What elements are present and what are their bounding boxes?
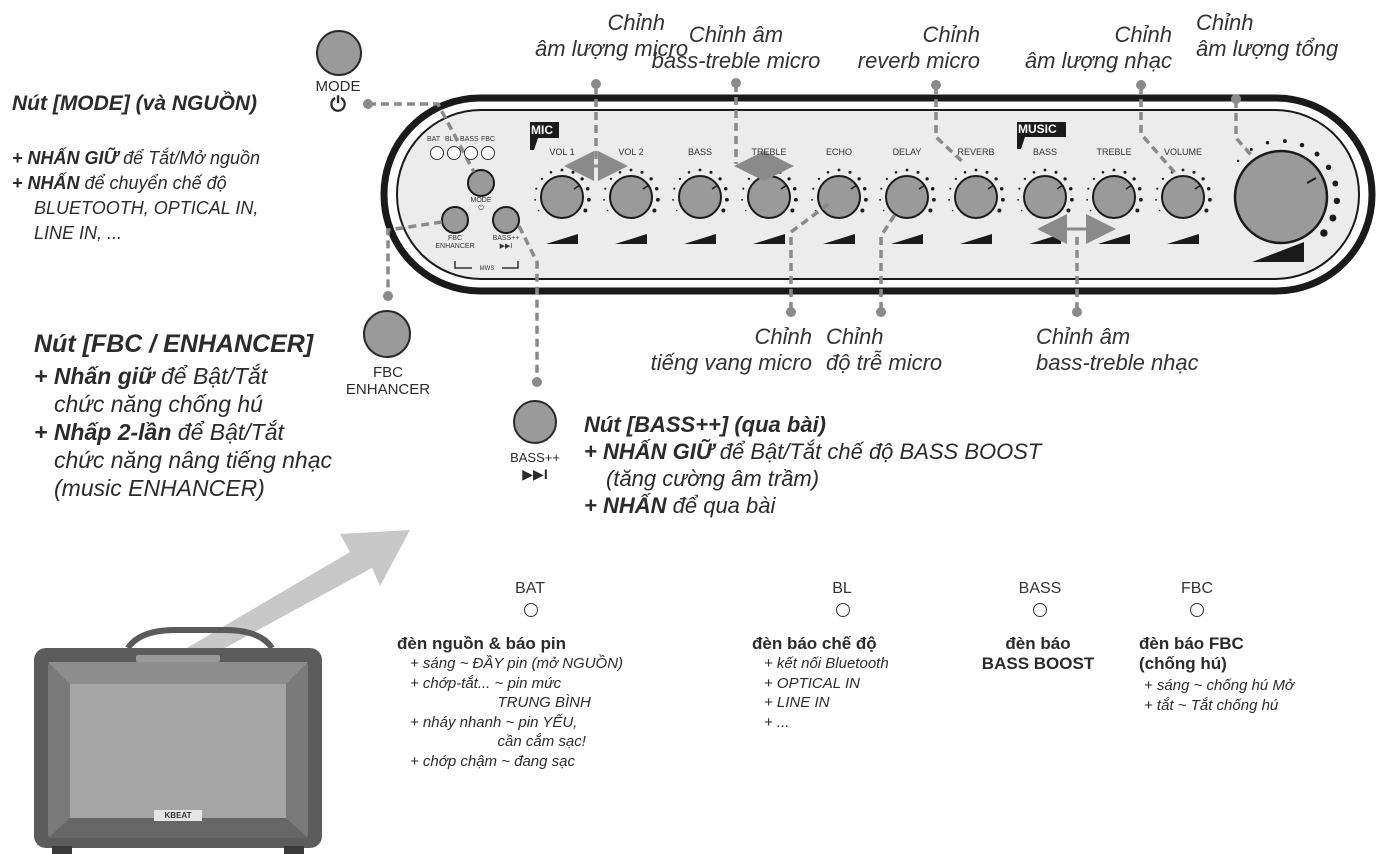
- control-panel-face: [396, 109, 1360, 280]
- legend-bat-title: đèn nguồn & báo pin: [397, 634, 567, 653]
- panel-bass-label: BASS++▶▶I: [492, 235, 520, 250]
- mode-description: + NHẤN GIỮ để Tắt/Mở nguồn + NHẤN để chu…: [12, 148, 261, 243]
- callout-echo: Chỉnh tiếng vang micro: [650, 324, 812, 375]
- music-tag: MUSIC: [1018, 122, 1057, 136]
- knob-label-1: VOL 1: [549, 147, 575, 157]
- fbc-description: + Nhấn giữ để Bật/Tắt chức năng chống hú…: [34, 363, 333, 501]
- double-arrows: [564, 151, 1116, 244]
- legend-bass-led: [1033, 603, 1047, 617]
- panel-mws-label: MWS: [479, 266, 495, 272]
- callout-music-bass-treble: Chỉnh âm bass-treble nhạc: [1036, 324, 1199, 375]
- callout-music-volume: Chỉnh âm lượng nhạc: [1024, 22, 1172, 73]
- knob-label-8: BASS: [1032, 147, 1057, 157]
- fbc-button-small: [441, 206, 469, 234]
- panel-mode-label: MODE⏻: [470, 197, 492, 212]
- mic-tag: MIC: [531, 123, 553, 137]
- mws-bracket: [454, 261, 519, 269]
- bass-button-small: [492, 206, 520, 234]
- bass-title: Nút [BASS++] (qua bài): [584, 412, 827, 437]
- legend-bat-code: BAT: [515, 580, 545, 597]
- power-icon: ⏻: [330, 94, 346, 116]
- knob-7: [948, 168, 1005, 244]
- panel-led-bat: [430, 146, 444, 160]
- knob-10: [1155, 168, 1212, 244]
- master-volume-knob: [1233, 139, 1341, 262]
- legend-bass-code: BASS: [1018, 580, 1062, 597]
- knob-label-9: TREBLE: [1096, 147, 1132, 157]
- mode-button: [316, 30, 362, 76]
- speaker-brand-logo: KBEAT: [154, 810, 202, 821]
- callout-reverb: Chỉnh reverb micro: [857, 22, 980, 73]
- legend-fbc-led: [1190, 603, 1204, 617]
- knob-4: [741, 168, 798, 244]
- bass-button-caption: BASS++ ▶▶I: [510, 450, 560, 482]
- knob-label-5: ECHO: [825, 147, 852, 157]
- knob-label-4: TREBLE: [751, 147, 787, 157]
- panel-led-fbc: [481, 146, 495, 160]
- zoom-arrow: [180, 530, 410, 668]
- callout-mic-volume: Chỉnh âm lượng micro: [535, 10, 689, 61]
- next-track-icon: ▶▶I: [522, 466, 548, 482]
- panel-indicator-fbc: FBC: [481, 136, 495, 143]
- knob-5: [811, 168, 868, 244]
- callout-delay: Chỉnh độ trễ micro: [826, 324, 943, 375]
- mode-button-small: [467, 169, 495, 197]
- leader-lines: [368, 84, 1254, 380]
- knob-label-7: REVERB: [957, 147, 995, 157]
- legend-fbc-title: đèn báo FBC (chống hú): [1139, 634, 1244, 673]
- legend-bl-code: BL: [832, 580, 852, 597]
- knob-2: [603, 168, 660, 244]
- bass-boost-button: [513, 400, 557, 444]
- callout-mic-bass-treble: Chỉnh âm bass-treble micro: [651, 22, 821, 73]
- fbc-enhancer-button: [363, 310, 411, 358]
- knob-label-6: DELAY: [892, 147, 922, 157]
- panel-led-bass: [464, 146, 478, 160]
- knob-label-2: VOL 2: [618, 147, 644, 157]
- bass-description: + NHẤN GIỮ để Bật/Tắt chế độ BASS BOOST …: [584, 439, 1042, 518]
- panel-indicator-bl: BL: [445, 136, 454, 143]
- panel-indicator-bat: BAT: [427, 136, 441, 143]
- legend-fbc-code: FBC: [1181, 580, 1213, 597]
- fbc-title: Nút [FBC / ENHANCER]: [34, 330, 314, 358]
- knob-label-3: BASS: [687, 147, 712, 157]
- legend-bat-lines: + sáng ~ ĐẦY pin (mở NGUỒN)+ chớp-tắt...…: [410, 655, 624, 770]
- knob-6: [879, 168, 936, 244]
- panel-indicator-bass: BASS: [460, 136, 479, 143]
- knob-3: [672, 168, 729, 244]
- speaker-illustration: [34, 627, 322, 854]
- legend-bl-led: [836, 603, 850, 617]
- knob-label-10: VOLUME: [1163, 147, 1202, 157]
- mic-tag-shape: [530, 122, 559, 150]
- legend-bat-led: [524, 603, 538, 617]
- leader-dots: [363, 78, 1241, 387]
- legend-bl-title: đèn báo chế độ: [752, 634, 877, 653]
- legend-bl-lines: + kết nối Bluetooth+ OPTICAL IN+ LINE IN…: [764, 655, 889, 731]
- callout-master-volume: Chỉnh âm lượng tổng: [1196, 10, 1339, 61]
- panel-led-bl: [447, 146, 461, 160]
- music-tag-shape: [1017, 122, 1066, 149]
- legend-fbc-lines: + sáng ~ chống hú Mở+ tắt ~ Tắt chống hú: [1144, 677, 1294, 714]
- mode-button-caption: MODE ⏻: [315, 78, 361, 116]
- mode-title: Nút [MODE] (và NGUỒN): [12, 92, 257, 115]
- legend-bass-title: đèn báo BASS BOOST: [981, 634, 1095, 673]
